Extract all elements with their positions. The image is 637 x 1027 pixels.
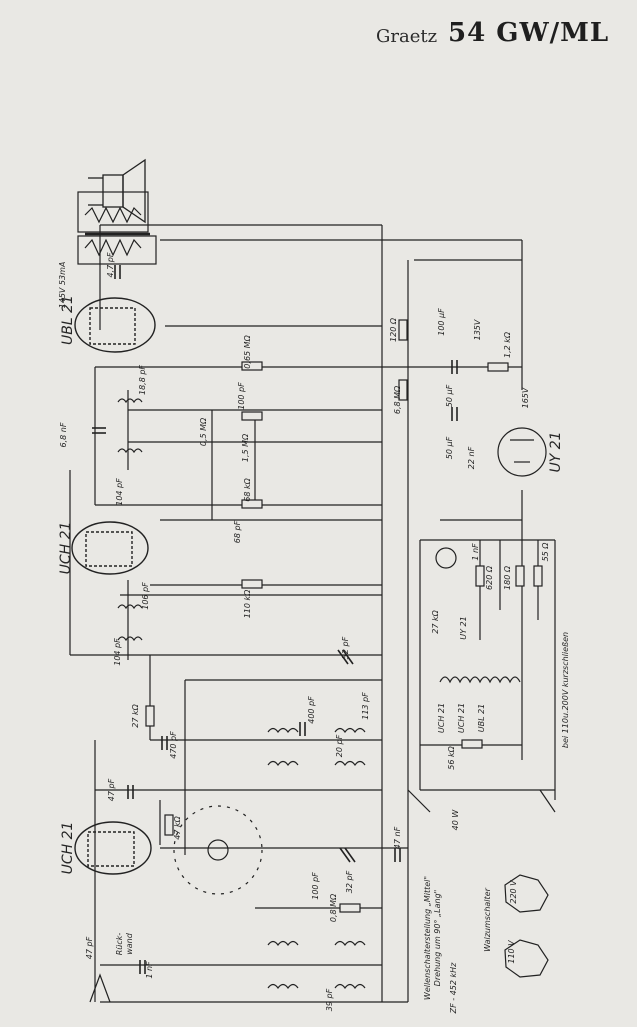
tube-uch21-mix-icon <box>74 821 152 875</box>
coils <box>117 398 521 990</box>
label-c-39: 39 pF <box>325 988 334 1011</box>
label-wave-note2: Drehung um 90° „Lang" <box>433 890 442 987</box>
label-walz: Walzumschalter <box>483 887 492 951</box>
output-transformer-icon <box>77 191 157 265</box>
label-c-113: 113 pF <box>361 692 370 720</box>
label-note-110: bei 110u.200V kurzschließen <box>561 632 570 748</box>
label-c-50b: 50 μF <box>445 436 454 459</box>
label-c-32a: 32 pF <box>341 636 350 659</box>
capacitors <box>92 265 458 974</box>
label-c-20: 20 pF <box>335 734 344 757</box>
label-r-110k: 110 kΩ <box>243 589 252 618</box>
title-block: Graetz 54 GW/ML <box>376 18 626 58</box>
label-wave-note1: Wellenschalterstellung „Mittel" <box>423 876 432 1000</box>
label-c-400: 400 pF <box>307 696 316 724</box>
label-wand: wand <box>125 932 134 955</box>
label-c-188: 18,8 pF <box>138 365 147 395</box>
label-r-47k: 47 kΩ <box>173 815 182 839</box>
label-t-uy21: UY 21 <box>459 616 468 639</box>
label-v-135: 135V <box>473 319 482 340</box>
label-v-110: 110 V <box>507 940 516 964</box>
label-c-100b: 100 pF <box>311 872 320 900</box>
label-r-27kb: 27 kΩ <box>131 703 140 727</box>
label-r-065: 0,65 MΩ <box>243 334 252 368</box>
tube-label-ubl21: UBL 21 <box>60 295 76 345</box>
brand-label: Graetz <box>376 26 438 47</box>
label-c-100pf: 100 pF <box>237 382 246 410</box>
label-r-56k: 56 kΩ <box>447 745 456 769</box>
label-c-470: 470 pF <box>169 731 178 759</box>
label-c-1nfb: 1 nF <box>145 961 154 979</box>
label-c-104b: 104 pF <box>113 638 122 666</box>
label-c-47a: 47 pF <box>107 778 116 801</box>
label-r-15: 1,5 MΩ <box>241 433 250 462</box>
tube-label-uch21-mix: UCH 21 <box>60 822 76 875</box>
tube-ubl21-icon <box>74 297 156 353</box>
label-r-08: 0,8 MΩ <box>329 893 338 922</box>
label-fil-uch2: UCH 21 <box>457 703 466 733</box>
label-v-165: 165V <box>521 387 530 408</box>
label-c-47nf: 47 nF <box>393 826 402 849</box>
label-rueck: Rück- <box>115 933 124 956</box>
label-r-27k: 27 kΩ <box>431 609 440 633</box>
label-c-22nf: 22 nF <box>467 446 476 469</box>
label-c-50a: 50 μF <box>445 384 454 407</box>
label-c-47b: 47 pF <box>85 936 94 959</box>
label-fil-ubl: UBL 21 <box>477 704 486 733</box>
label-c-speaker: 4,7 pF <box>106 252 115 277</box>
label-c-68pf: 68 pF <box>233 520 242 543</box>
model-label: 54 GW/ML <box>448 18 610 48</box>
label-r-55: 55 Ω <box>541 542 550 562</box>
tube-label-uy21: UY 21 <box>548 431 564 472</box>
label-c-1nf: 1 nF <box>471 543 480 561</box>
label-c-104a: 104 pF <box>115 478 124 506</box>
label-r-120: 120 Ω <box>389 317 398 342</box>
speaker-icon <box>88 158 146 224</box>
resistors <box>145 319 543 913</box>
label-c-32b: 32 pF <box>345 870 354 893</box>
label-fil-uch1: UCH 21 <box>437 703 446 733</box>
label-v-anode: 145V 53mA <box>58 262 67 309</box>
wiring <box>69 224 556 1003</box>
label-c-100uf: 100 μF <box>437 308 446 336</box>
label-v-220: 220 V <box>509 880 518 904</box>
label-r-68k: 68 kΩ <box>243 477 252 501</box>
label-r-05: 0,5 MΩ <box>199 417 208 446</box>
label-c-68nf: 6,8 nF <box>59 422 68 447</box>
label-r-12k: 1,2 kΩ <box>503 331 512 358</box>
tube-label-uch21-osc: UCH 21 <box>58 522 74 575</box>
label-c-106: 106 pF <box>141 582 150 610</box>
label-zf: ZF - 452 kHz <box>449 962 458 1015</box>
label-r-68m: 6,8 MΩ <box>393 385 402 414</box>
label-r-620: 620 Ω <box>485 565 494 590</box>
component-labels: UBL 21 UCH 21 UCH 21 UY 21 4,7 pF 145V 5… <box>58 252 570 1014</box>
label-r-180: 180 Ω <box>503 565 512 590</box>
label-sw-40w: 40 W <box>451 809 460 831</box>
tube-uch21-osc-icon <box>71 521 149 575</box>
